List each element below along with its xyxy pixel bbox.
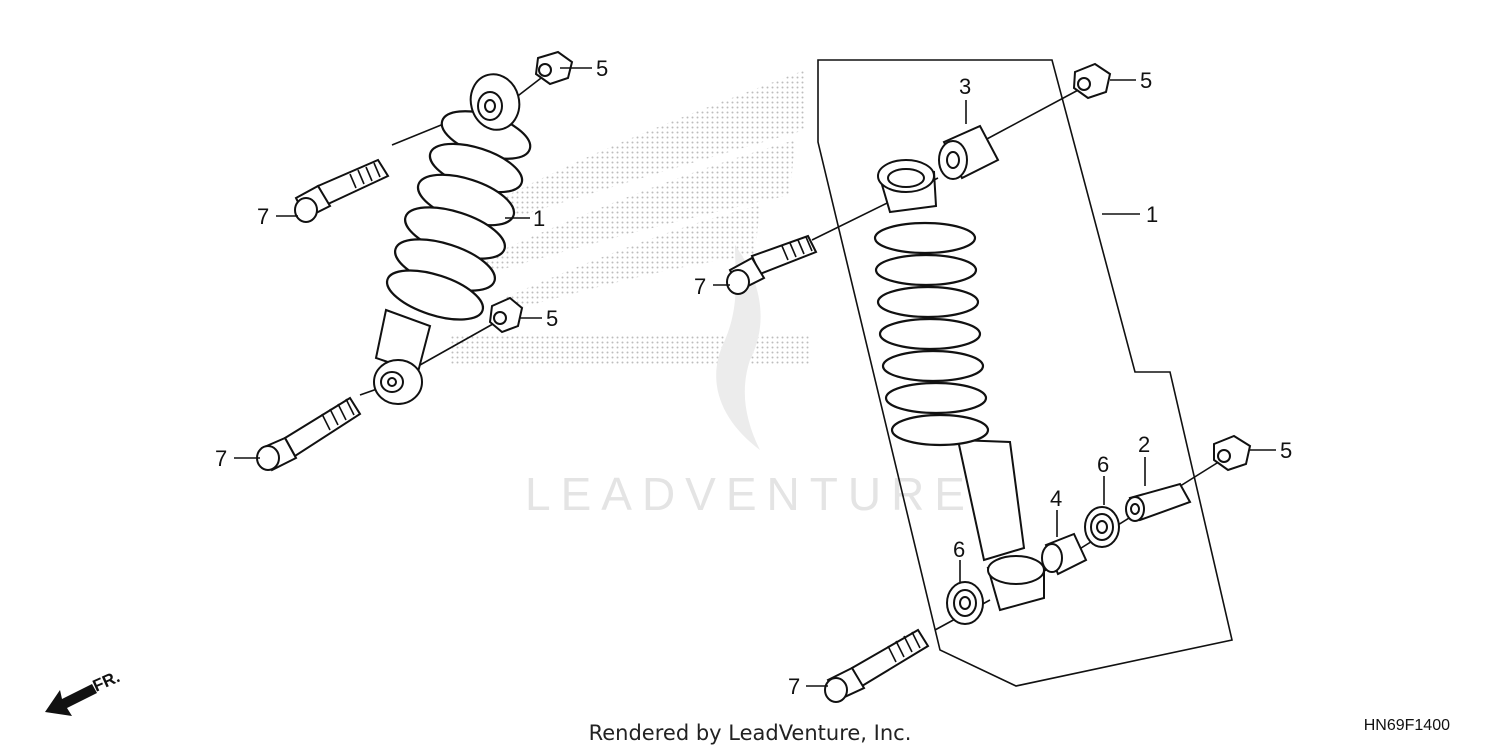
callout-right-collar-2: 2 bbox=[1138, 432, 1150, 457]
callout-left-bolt-top: 7 bbox=[257, 204, 269, 229]
right-seal-6-upper bbox=[1084, 506, 1120, 548]
front-direction-indicator: FR. bbox=[45, 667, 123, 716]
left-flange-nut-top bbox=[534, 50, 574, 86]
right-bolt-bottom bbox=[824, 628, 930, 703]
left-shock-assembly: 5 7 1 5 7 bbox=[215, 50, 608, 472]
callout-right-seal-6-lower: 6 bbox=[953, 537, 965, 562]
callout-right-collar-4: 4 bbox=[1050, 486, 1062, 511]
right-bushing-3 bbox=[938, 124, 1000, 180]
callout-left-nut-bottom: 5 bbox=[546, 306, 558, 331]
right-flange-nut-top bbox=[1072, 62, 1112, 100]
callout-right-bolt-bottom: 7 bbox=[788, 674, 800, 699]
right-shock-assembly: 3 5 1 7 2 5 6 4 6 7 bbox=[694, 59, 1292, 703]
callout-right-bushing-3: 3 bbox=[959, 74, 971, 99]
right-flange-nut-bottom bbox=[1213, 434, 1252, 472]
callout-right-bolt-top: 7 bbox=[694, 274, 706, 299]
left-bolt-top bbox=[294, 158, 390, 223]
callout-right-seal-6-upper: 6 bbox=[1097, 452, 1109, 477]
callout-left-bolt-bottom: 7 bbox=[215, 446, 227, 471]
diagram-code: HN69F1400 bbox=[1364, 717, 1450, 734]
front-arrow-icon bbox=[45, 684, 97, 716]
left-bolt-bottom bbox=[256, 396, 362, 472]
right-collar-4 bbox=[1041, 532, 1088, 576]
callout-right-nut-bottom: 5 bbox=[1280, 438, 1292, 463]
leadventure-watermark: LEADVENTURE bbox=[525, 468, 975, 520]
callout-right-nut-top: 5 bbox=[1140, 68, 1152, 93]
honda-wing-watermark bbox=[450, 70, 810, 450]
footer-credit: Rendered by LeadVenture, Inc. bbox=[589, 721, 912, 745]
right-collar-2 bbox=[1125, 482, 1192, 522]
callout-left-shock: 1 bbox=[533, 206, 545, 231]
right-bolt-top bbox=[726, 234, 818, 295]
front-direction-label: FR. bbox=[90, 667, 123, 695]
right-seal-6-lower bbox=[946, 581, 984, 625]
callout-left-nut-top: 5 bbox=[596, 56, 608, 81]
left-flange-nut-bottom bbox=[488, 296, 524, 334]
callout-right-shock: 1 bbox=[1146, 202, 1158, 227]
